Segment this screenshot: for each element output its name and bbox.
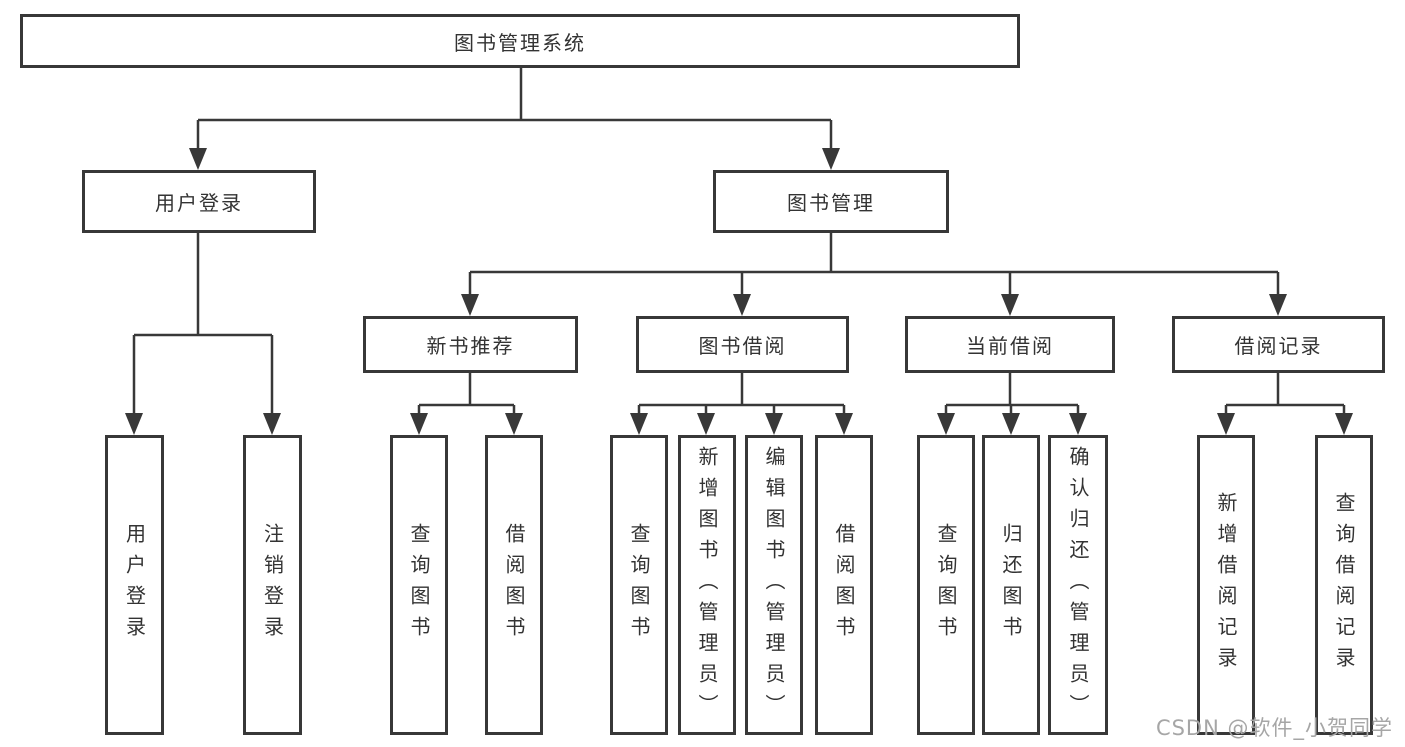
arrow-down-icon [263,413,281,435]
leaf-label: 注销登录 [260,523,285,647]
csdn-watermark: CSDN @软件_小贺同学 [1155,716,1393,740]
leaf-borrow-book: 借阅图书 [485,435,543,735]
leaf-edit-book-admin: 编辑图书（管理员） [745,435,803,735]
arrow-down-icon [765,413,783,435]
node-library-management-system: 图书管理系统 [20,14,1020,68]
node-book-borrow: 图书借阅 [636,316,849,373]
leaf-label: 查询图书 [934,523,958,647]
arrow-down-icon [410,413,428,435]
leaf-label: 用户登录 [122,523,147,647]
node-label: 图书管理系统 [454,30,586,55]
leaf-label: 编辑图书（管理员） [762,445,786,725]
arrow-down-icon [630,413,648,435]
leaf-label: 查询图书 [407,523,431,647]
node-new-book-recommend: 新书推荐 [363,316,578,373]
arrow-down-icon [1217,413,1235,435]
leaf-label: 借阅图书 [502,523,526,647]
arrow-down-icon [461,294,479,316]
node-user-login: 用户登录 [82,170,316,233]
arrow-down-icon [697,413,715,435]
node-label: 借阅记录 [1234,334,1323,358]
arrow-down-icon [1269,294,1287,316]
node-book-management: 图书管理 [713,170,949,233]
leaf-add-book-admin: 新增图书（管理员） [678,435,736,735]
node-current-borrow: 当前借阅 [905,316,1115,373]
leaf-borrow-book: 借阅图书 [815,435,873,735]
arrow-down-icon [1002,413,1020,435]
node-label: 新书推荐 [426,334,515,358]
node-label: 当前借阅 [966,334,1054,358]
leaf-query-borrow-record: 查询借阅记录 [1315,435,1373,735]
leaf-label: 查询借阅记录 [1332,492,1356,678]
leaf-label: 借阅图书 [832,523,856,647]
arrow-down-icon [937,413,955,435]
leaf-label: 新增借阅记录 [1214,492,1238,678]
arrow-down-icon [822,148,840,170]
node-label: 用户登录 [155,191,243,215]
arrow-down-icon [189,148,207,170]
arrow-down-icon [1001,294,1019,316]
leaf-query-book: 查询图书 [917,435,975,735]
leaf-label: 查询图书 [627,523,651,647]
leaf-return-book: 归还图书 [982,435,1040,735]
node-label: 图书借阅 [698,334,787,358]
leaf-confirm-return-admin: 确认归还（管理员） [1048,435,1108,735]
leaf-label: 确认归还（管理员） [1066,445,1090,725]
arrow-down-icon [1335,413,1353,435]
leaf-label: 新增图书（管理员） [695,445,719,725]
leaf-user-login: 用户登录 [105,435,164,735]
leaf-add-borrow-record: 新增借阅记录 [1197,435,1255,735]
arrow-down-icon [125,413,143,435]
leaf-logout: 注销登录 [243,435,302,735]
leaf-label: 归还图书 [999,523,1023,647]
arrow-down-icon [1069,413,1087,435]
leaf-query-book: 查询图书 [610,435,668,735]
node-label: 图书管理 [787,191,875,215]
arrow-down-icon [835,413,853,435]
arrow-down-icon [733,294,751,316]
arrow-down-icon [505,413,523,435]
node-borrow-record: 借阅记录 [1172,316,1385,373]
leaf-query-book: 查询图书 [390,435,448,735]
